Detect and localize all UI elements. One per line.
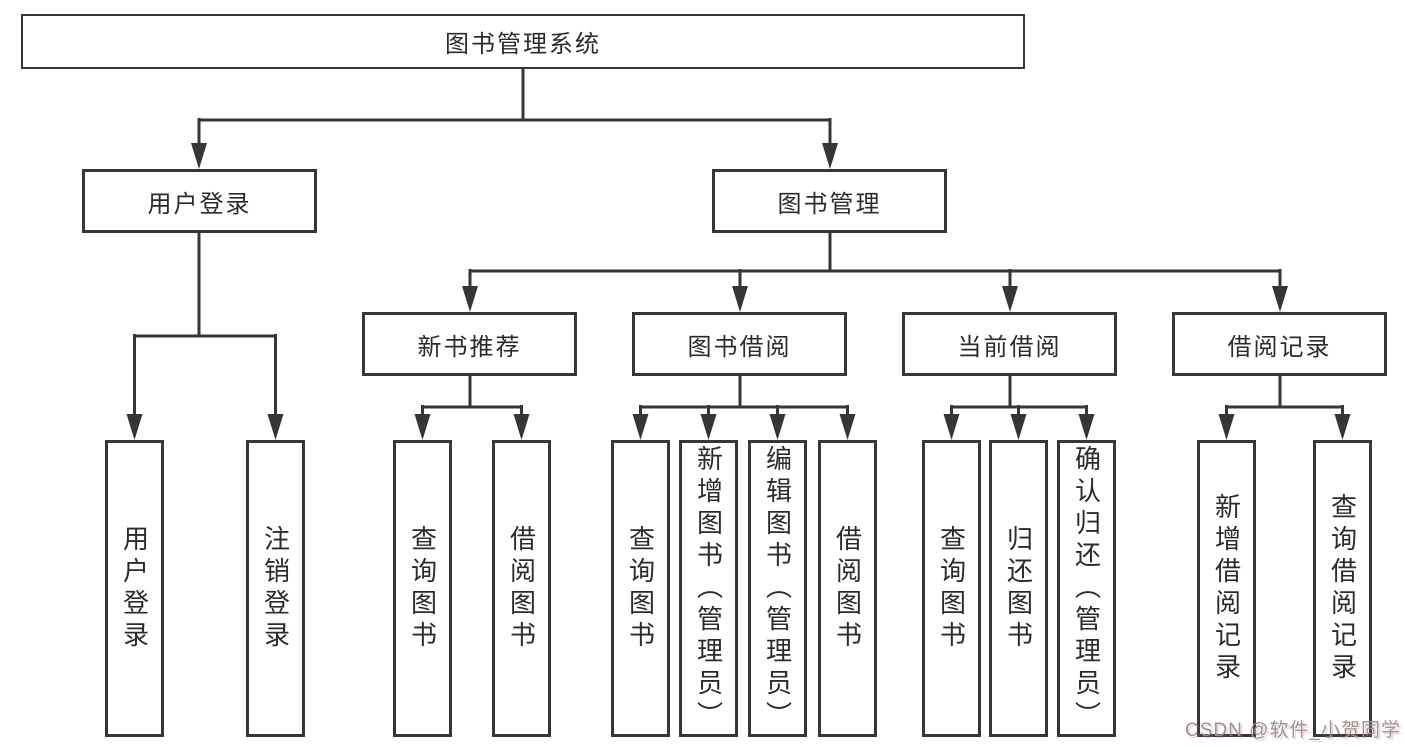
node-leaf-query-borrow-record: 查询借阅记录 — [1313, 440, 1372, 737]
node-book-management: 图书管理 — [712, 169, 947, 233]
node-leaf-borrow-query-books: 查询图书 — [611, 440, 670, 737]
node-borrow-records: 借阅记录 — [1172, 312, 1387, 376]
node-leaf-return-books: 归还图书 — [989, 440, 1048, 737]
node-root-system: 图书管理系统 — [21, 14, 1025, 69]
node-leaf-recommend-query-books: 查询图书 — [393, 440, 452, 737]
node-new-book-recommend: 新书推荐 — [362, 312, 577, 376]
node-book-borrow: 图书借阅 — [632, 312, 847, 376]
node-leaf-add-borrow-record: 新增借阅记录 — [1197, 440, 1256, 737]
node-leaf-add-books-admin: 新增图书（管理员） — [679, 440, 738, 737]
node-current-borrow: 当前借阅 — [902, 312, 1117, 376]
node-user-login: 用户登录 — [82, 169, 317, 233]
node-leaf-edit-books-admin: 编辑图书（管理员） — [748, 440, 807, 737]
node-leaf-borrow-books: 借阅图书 — [818, 440, 877, 737]
node-leaf-recommend-borrow-books: 借阅图书 — [492, 440, 551, 737]
node-leaf-logout: 注销登录 — [246, 440, 305, 737]
node-leaf-current-query-books: 查询图书 — [922, 440, 981, 737]
node-leaf-user-login: 用户登录 — [105, 440, 164, 737]
watermark: CSDN @软件_小贺同学 — [1185, 720, 1401, 741]
node-leaf-confirm-return-admin: 确认归还（管理员） — [1057, 440, 1116, 737]
